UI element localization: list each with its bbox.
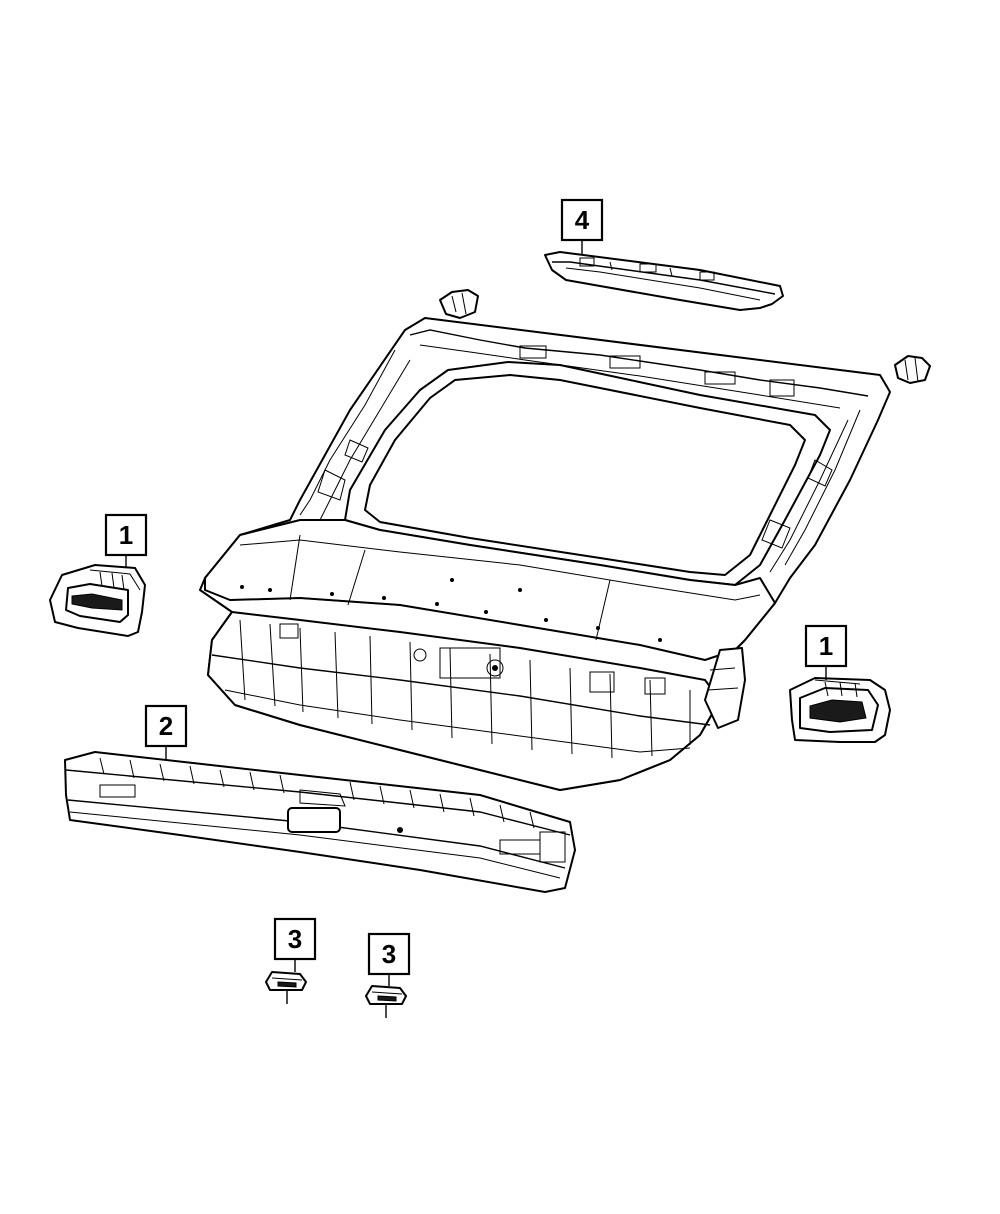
callout-1-left: 1 [104, 513, 148, 568]
callout-2-label: 2 [159, 711, 173, 741]
callout-1-right-label: 1 [819, 631, 833, 661]
callout-3-left-label: 3 [288, 924, 302, 954]
part-2-applique-bar [64, 751, 576, 893]
callout-1-right: 1 [804, 624, 848, 680]
part-3-left-license-lamp [265, 971, 307, 991]
callout-3-left: 3 [273, 917, 317, 1004]
part-3-right-license-lamp [365, 985, 407, 1005]
callout-4-label: 4 [575, 205, 590, 235]
callout-2: 2 [144, 704, 188, 760]
callout-3-right-label: 3 [382, 939, 396, 969]
part-4-stop-lamp [544, 251, 784, 311]
liftgate [199, 289, 931, 791]
part-1-left-tail-lamp [49, 564, 146, 637]
callout-3-right: 3 [367, 932, 411, 1018]
callout-4: 4 [560, 198, 604, 255]
part-1-right-tail-lamp [789, 677, 891, 743]
callout-1-left-label: 1 [119, 520, 133, 550]
